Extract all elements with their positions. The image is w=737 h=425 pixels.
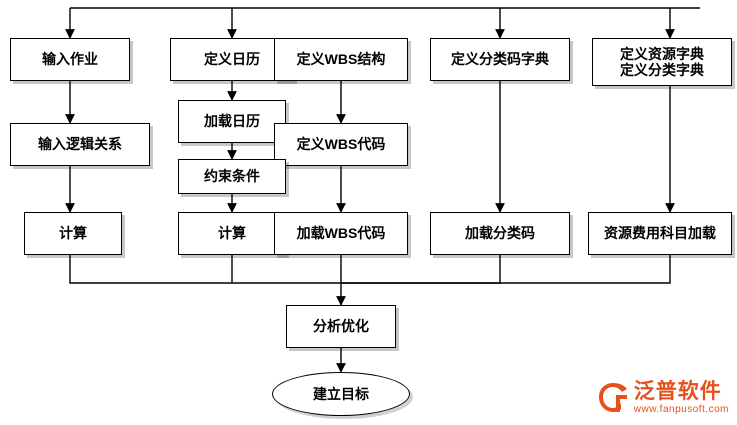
brand-url: www.fanpusoft.com	[633, 404, 729, 415]
node-label: 加载日历	[204, 113, 260, 130]
node-label: 定义WBS代码	[296, 136, 386, 153]
node-label: 计算	[218, 225, 246, 242]
node-label: 约束条件	[204, 168, 260, 185]
node-label: 输入作业	[42, 51, 98, 68]
node-input-activity[interactable]: 输入作业	[10, 38, 130, 81]
brand-mark-icon	[596, 381, 630, 415]
node-define-wbs-structure[interactable]: 定义WBS结构	[274, 38, 408, 81]
node-label: 定义WBS结构	[296, 51, 386, 68]
node-label: 加载分类码	[465, 225, 535, 242]
brand-text: 泛普软件 www.fanpusoft.com	[634, 381, 729, 415]
node-label: 定义资源字典	[620, 45, 704, 62]
node-label: 计算	[59, 225, 87, 242]
watermark-logo: 泛普软件 www.fanpusoft.com	[596, 381, 729, 415]
node-define-code-dictionary[interactable]: 定义分类码字典	[430, 38, 570, 81]
node-label: 加载WBS代码	[296, 225, 386, 242]
node-label: 定义日历	[204, 51, 260, 68]
node-label: 资源费用科目加载	[604, 225, 716, 242]
node-define-resource-dictionary[interactable]: 定义资源字典 定义分类字典	[592, 38, 732, 86]
node-calculate-mid[interactable]: 计算	[178, 212, 286, 255]
node-analysis-optimization[interactable]: 分析优化	[286, 305, 396, 348]
brand-name: 泛普软件	[633, 380, 722, 403]
node-constraint-condition[interactable]: 约束条件	[178, 159, 286, 194]
node-label: 建立目标	[313, 386, 369, 402]
node-input-logic-relation[interactable]: 输入逻辑关系	[10, 123, 150, 166]
node-load-resource-cost-account[interactable]: 资源费用科目加载	[588, 212, 732, 255]
node-label: 定义分类码字典	[451, 51, 549, 68]
node-define-wbs-code[interactable]: 定义WBS代码	[274, 123, 408, 166]
node-label: 输入逻辑关系	[38, 136, 122, 153]
node-calculate-left[interactable]: 计算	[24, 212, 122, 255]
node-label: 分析优化	[313, 318, 369, 335]
node-label-line2: 定义分类字典	[620, 62, 704, 78]
node-load-classification-code[interactable]: 加载分类码	[430, 212, 570, 255]
node-load-wbs-code[interactable]: 加载WBS代码	[274, 212, 408, 255]
node-load-calendar[interactable]: 加载日历	[178, 100, 286, 143]
node-establish-target[interactable]: 建立目标	[272, 372, 410, 416]
